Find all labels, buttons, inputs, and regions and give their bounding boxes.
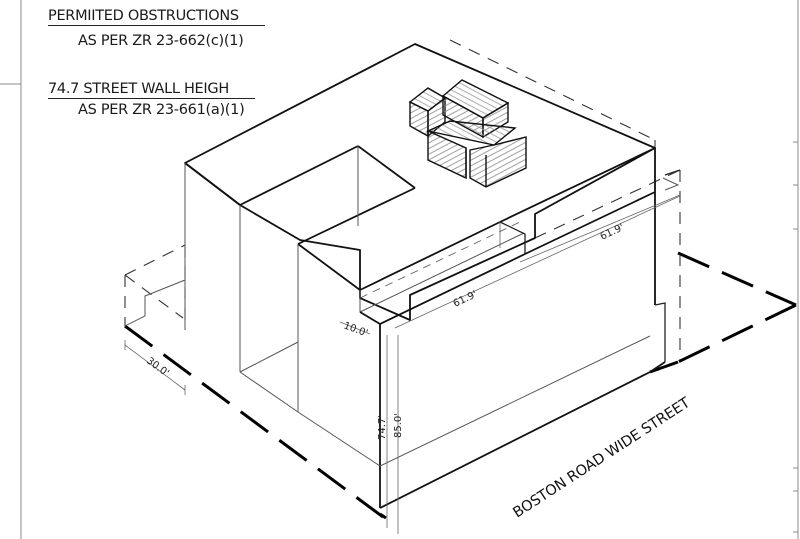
permitted-obstructions-reference: AS PER ZR 23-662(c)(1) — [78, 33, 244, 49]
rear-yard-dimension: 30.0' — [144, 356, 171, 380]
rooftop-mechanical-obstructions — [408, 79, 527, 188]
setback-length-upper-dimension: 61.9' — [599, 222, 626, 243]
lot-line — [124, 251, 797, 520]
permitted-obstructions-heading: PERMIITED OBSTRUCTIONS — [48, 9, 265, 26]
zoning-envelope-outline — [124, 39, 681, 360]
building-height-dimension: 85.0' — [393, 413, 404, 438]
street-name-label: BOSTON ROAD WIDE STREET — [510, 395, 693, 521]
rear-yard-setback — [124, 279, 186, 330]
street-wall-height-dimension: 74.7' — [377, 415, 388, 440]
sheet-border-left — [0, 0, 22, 539]
dimension-lines — [124, 194, 681, 534]
setback-depth-dimension: 10.0' — [342, 320, 369, 339]
street-wall-height-reference: AS PER ZR 23-661(a)(1) — [78, 102, 245, 118]
sheet-border-right — [793, 0, 799, 539]
setback-length-lower-dimension: 61.9' — [452, 289, 479, 310]
street-wall-height-heading: 74.7 STREET WALL HEIGH — [48, 82, 255, 99]
building-mass — [184, 43, 681, 509]
